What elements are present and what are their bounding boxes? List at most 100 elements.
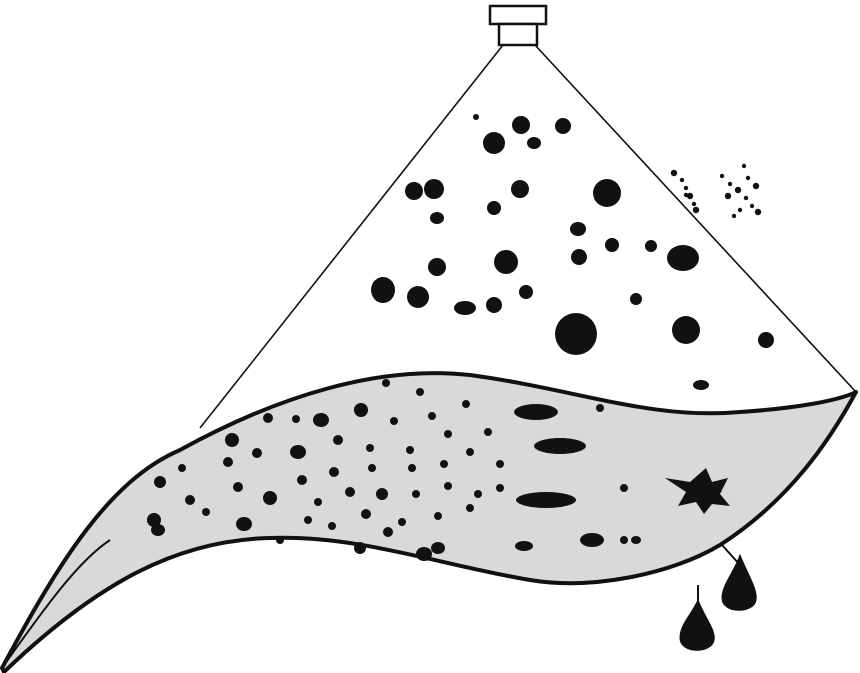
leaf-deposit	[252, 448, 262, 458]
airborne-droplet	[473, 114, 479, 120]
airborne-droplet	[487, 201, 501, 215]
leaf-deposit	[398, 518, 406, 526]
runoff-drop-icon	[722, 555, 756, 610]
leaf-deposit	[223, 457, 233, 467]
leaf-deposit	[416, 388, 424, 396]
leaf-deposit	[515, 541, 533, 551]
leaf-deposit	[466, 448, 474, 456]
leaf-deposit	[313, 413, 329, 427]
leaf-deposit	[233, 482, 243, 492]
leaf-deposit	[290, 445, 306, 459]
leaf-deposit	[416, 547, 432, 561]
leaf-deposit	[354, 403, 368, 417]
fine-droplet	[750, 204, 754, 208]
leaf-deposit	[444, 482, 452, 490]
leaf-deposit	[466, 504, 474, 512]
leaf-deposit	[366, 444, 374, 452]
leaf-deposit	[408, 464, 416, 472]
leaf-deposit	[534, 438, 586, 454]
fine-droplet	[728, 182, 732, 186]
airborne-droplet	[483, 132, 505, 154]
fine-droplet	[755, 209, 761, 215]
leaf-deposit	[444, 430, 452, 438]
leaf-deposit	[263, 413, 273, 423]
leaf-deposit	[263, 491, 277, 505]
fine-droplet	[671, 170, 677, 176]
leaf-deposit	[368, 464, 376, 472]
leaf-deposit	[354, 542, 366, 554]
leaf-deposit	[434, 512, 442, 520]
leaf-deposit	[314, 498, 322, 506]
leaf-deposit	[428, 412, 436, 420]
leaf-deposit	[596, 404, 604, 412]
airborne-droplet	[428, 258, 446, 276]
fine-droplet	[720, 174, 724, 178]
leaf-deposit	[406, 446, 414, 454]
leaf-deposit	[178, 464, 186, 472]
leaf-deposit	[236, 517, 252, 531]
leaf-deposit	[431, 542, 445, 554]
leaf-deposit	[276, 536, 284, 544]
fine-droplet	[746, 176, 750, 180]
fine-droplet	[753, 183, 759, 189]
leaf-deposit	[151, 524, 165, 536]
leaf-deposit	[462, 400, 470, 408]
airborne-droplet	[693, 380, 709, 390]
leaf-deposit	[474, 490, 482, 498]
fine-droplet	[692, 202, 696, 206]
spray-cone-left-edge	[200, 45, 503, 428]
airborne-droplet	[407, 286, 429, 308]
leaf-deposit	[329, 467, 339, 477]
leaf-deposit	[412, 490, 420, 498]
fine-droplet	[742, 164, 746, 168]
leaf-deposit	[484, 428, 492, 436]
leaf-deposit	[620, 536, 628, 544]
airborne-droplet	[405, 182, 423, 200]
leaf-deposit	[345, 487, 355, 497]
leaf-deposit	[328, 522, 336, 530]
airborne-droplet	[424, 179, 444, 199]
leaf-deposit	[376, 488, 388, 500]
leaf-deposit	[225, 433, 239, 447]
fine-droplet	[684, 193, 688, 197]
airborne-droplet	[758, 332, 774, 348]
fine-droplet	[738, 208, 742, 212]
airborne-droplet	[667, 245, 699, 271]
leaf-deposit	[202, 508, 210, 516]
airborne-droplet	[511, 180, 529, 198]
airborne-droplet	[555, 313, 597, 355]
fine-droplet	[735, 187, 741, 193]
airborne-droplet	[486, 297, 502, 313]
leaf-deposit	[631, 536, 641, 544]
airborne-droplet	[630, 293, 642, 305]
fine-droplet	[744, 196, 748, 200]
leaf-deposit	[516, 492, 576, 508]
leaf-deposit	[292, 415, 300, 423]
airborne-droplet	[519, 285, 533, 299]
airborne-droplet	[645, 240, 657, 252]
leaf-deposit	[304, 516, 312, 524]
airborne-droplet	[605, 238, 619, 252]
airborne-droplet	[570, 222, 586, 236]
leaf-deposit	[333, 435, 343, 445]
spray-cone	[200, 45, 856, 428]
runoff-drop-icon	[680, 600, 714, 650]
droplet-cloud	[371, 114, 774, 390]
fine-droplet	[732, 214, 736, 218]
fine-droplet	[693, 207, 699, 213]
leaf-deposit	[440, 460, 448, 468]
leaf-deposit	[496, 460, 504, 468]
leaf-deposit	[185, 495, 195, 505]
leaf-deposit	[390, 417, 398, 425]
airborne-droplet	[454, 301, 476, 315]
leaf-deposit	[580, 533, 604, 547]
spray-nozzle-icon	[490, 6, 546, 45]
airborne-droplet	[571, 249, 587, 265]
airborne-droplet	[555, 118, 571, 134]
airborne-droplet	[593, 179, 621, 207]
leaf-deposit	[514, 404, 558, 420]
leaf-deposit	[154, 476, 166, 488]
leaf-deposit	[361, 509, 371, 519]
